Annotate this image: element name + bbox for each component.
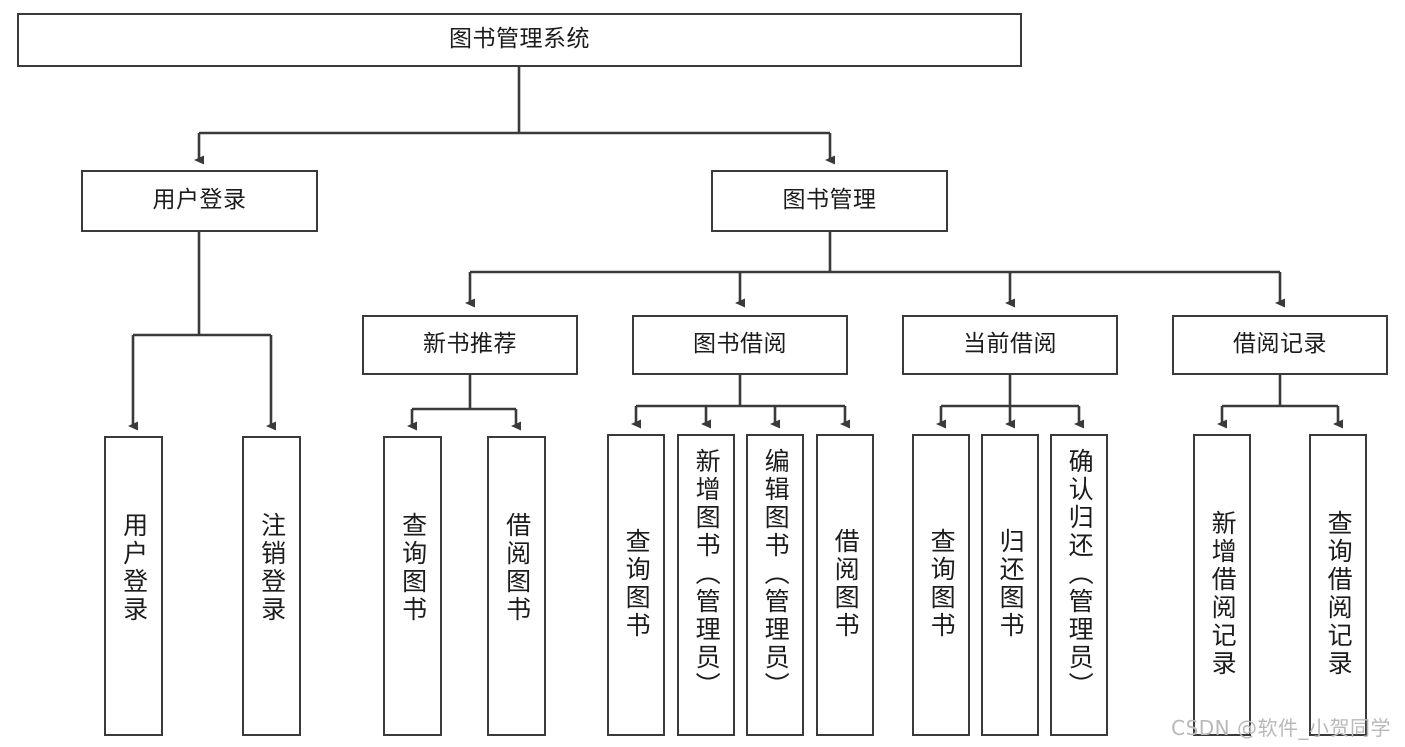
node-label: 图书管理 bbox=[782, 187, 877, 214]
node-label: 查询图书 bbox=[622, 528, 652, 640]
leaf-add-book-admin[interactable]: 新增图书（管理员） bbox=[677, 434, 735, 736]
node-new-book-recommend[interactable]: 新书推荐 bbox=[362, 315, 578, 375]
watermark-text: CSDN @软件_小贺同学 bbox=[1171, 716, 1391, 740]
node-label: 当前借阅 bbox=[963, 331, 1057, 358]
node-label: 查询图书 bbox=[927, 528, 957, 640]
node-label: 注销登录 bbox=[257, 512, 287, 624]
node-label: 编辑图书（管理员） bbox=[761, 448, 791, 700]
leaf-user-login[interactable]: 用户登录 bbox=[104, 436, 163, 736]
node-current-borrow[interactable]: 当前借阅 bbox=[902, 315, 1118, 375]
leaf-query-borrow-record[interactable]: 查询借阅记录 bbox=[1309, 434, 1367, 736]
node-user-login[interactable]: 用户登录 bbox=[81, 170, 318, 232]
node-label: 查询借阅记录 bbox=[1324, 510, 1354, 678]
node-label: 新书推荐 bbox=[423, 331, 517, 358]
node-label: 查询图书 bbox=[398, 512, 428, 624]
leaf-add-borrow-record[interactable]: 新增借阅记录 bbox=[1193, 434, 1251, 736]
node-root-system[interactable]: 图书管理系统 bbox=[17, 13, 1022, 67]
node-label: 借阅图书 bbox=[502, 512, 532, 624]
leaf-return-book[interactable]: 归还图书 bbox=[981, 434, 1039, 736]
node-label: 借阅图书 bbox=[831, 528, 861, 640]
leaf-query-book-current[interactable]: 查询图书 bbox=[912, 434, 970, 736]
leaf-logout[interactable]: 注销登录 bbox=[242, 436, 301, 736]
node-label: 新增图书（管理员） bbox=[692, 448, 722, 700]
node-label: 图书管理系统 bbox=[449, 26, 590, 53]
leaf-query-book-newbook[interactable]: 查询图书 bbox=[383, 436, 442, 736]
node-label: 新增借阅记录 bbox=[1208, 510, 1238, 678]
node-label: 确认归还（管理员） bbox=[1065, 448, 1095, 700]
leaf-borrow-book-newbook[interactable]: 借阅图书 bbox=[487, 436, 546, 736]
node-book-borrow[interactable]: 图书借阅 bbox=[632, 315, 848, 375]
leaf-confirm-return-admin[interactable]: 确认归还（管理员） bbox=[1050, 434, 1108, 736]
leaf-borrow-book[interactable]: 借阅图书 bbox=[816, 434, 874, 736]
node-label: 归还图书 bbox=[996, 528, 1026, 640]
node-label: 图书借阅 bbox=[693, 331, 787, 358]
node-book-management[interactable]: 图书管理 bbox=[711, 170, 948, 232]
node-borrow-record[interactable]: 借阅记录 bbox=[1172, 315, 1388, 375]
leaf-edit-book-admin[interactable]: 编辑图书（管理员） bbox=[746, 434, 804, 736]
node-label: 用户登录 bbox=[119, 512, 149, 624]
node-label: 借阅记录 bbox=[1233, 331, 1327, 358]
leaf-query-book-borrow[interactable]: 查询图书 bbox=[607, 434, 665, 736]
node-label: 用户登录 bbox=[152, 187, 247, 214]
